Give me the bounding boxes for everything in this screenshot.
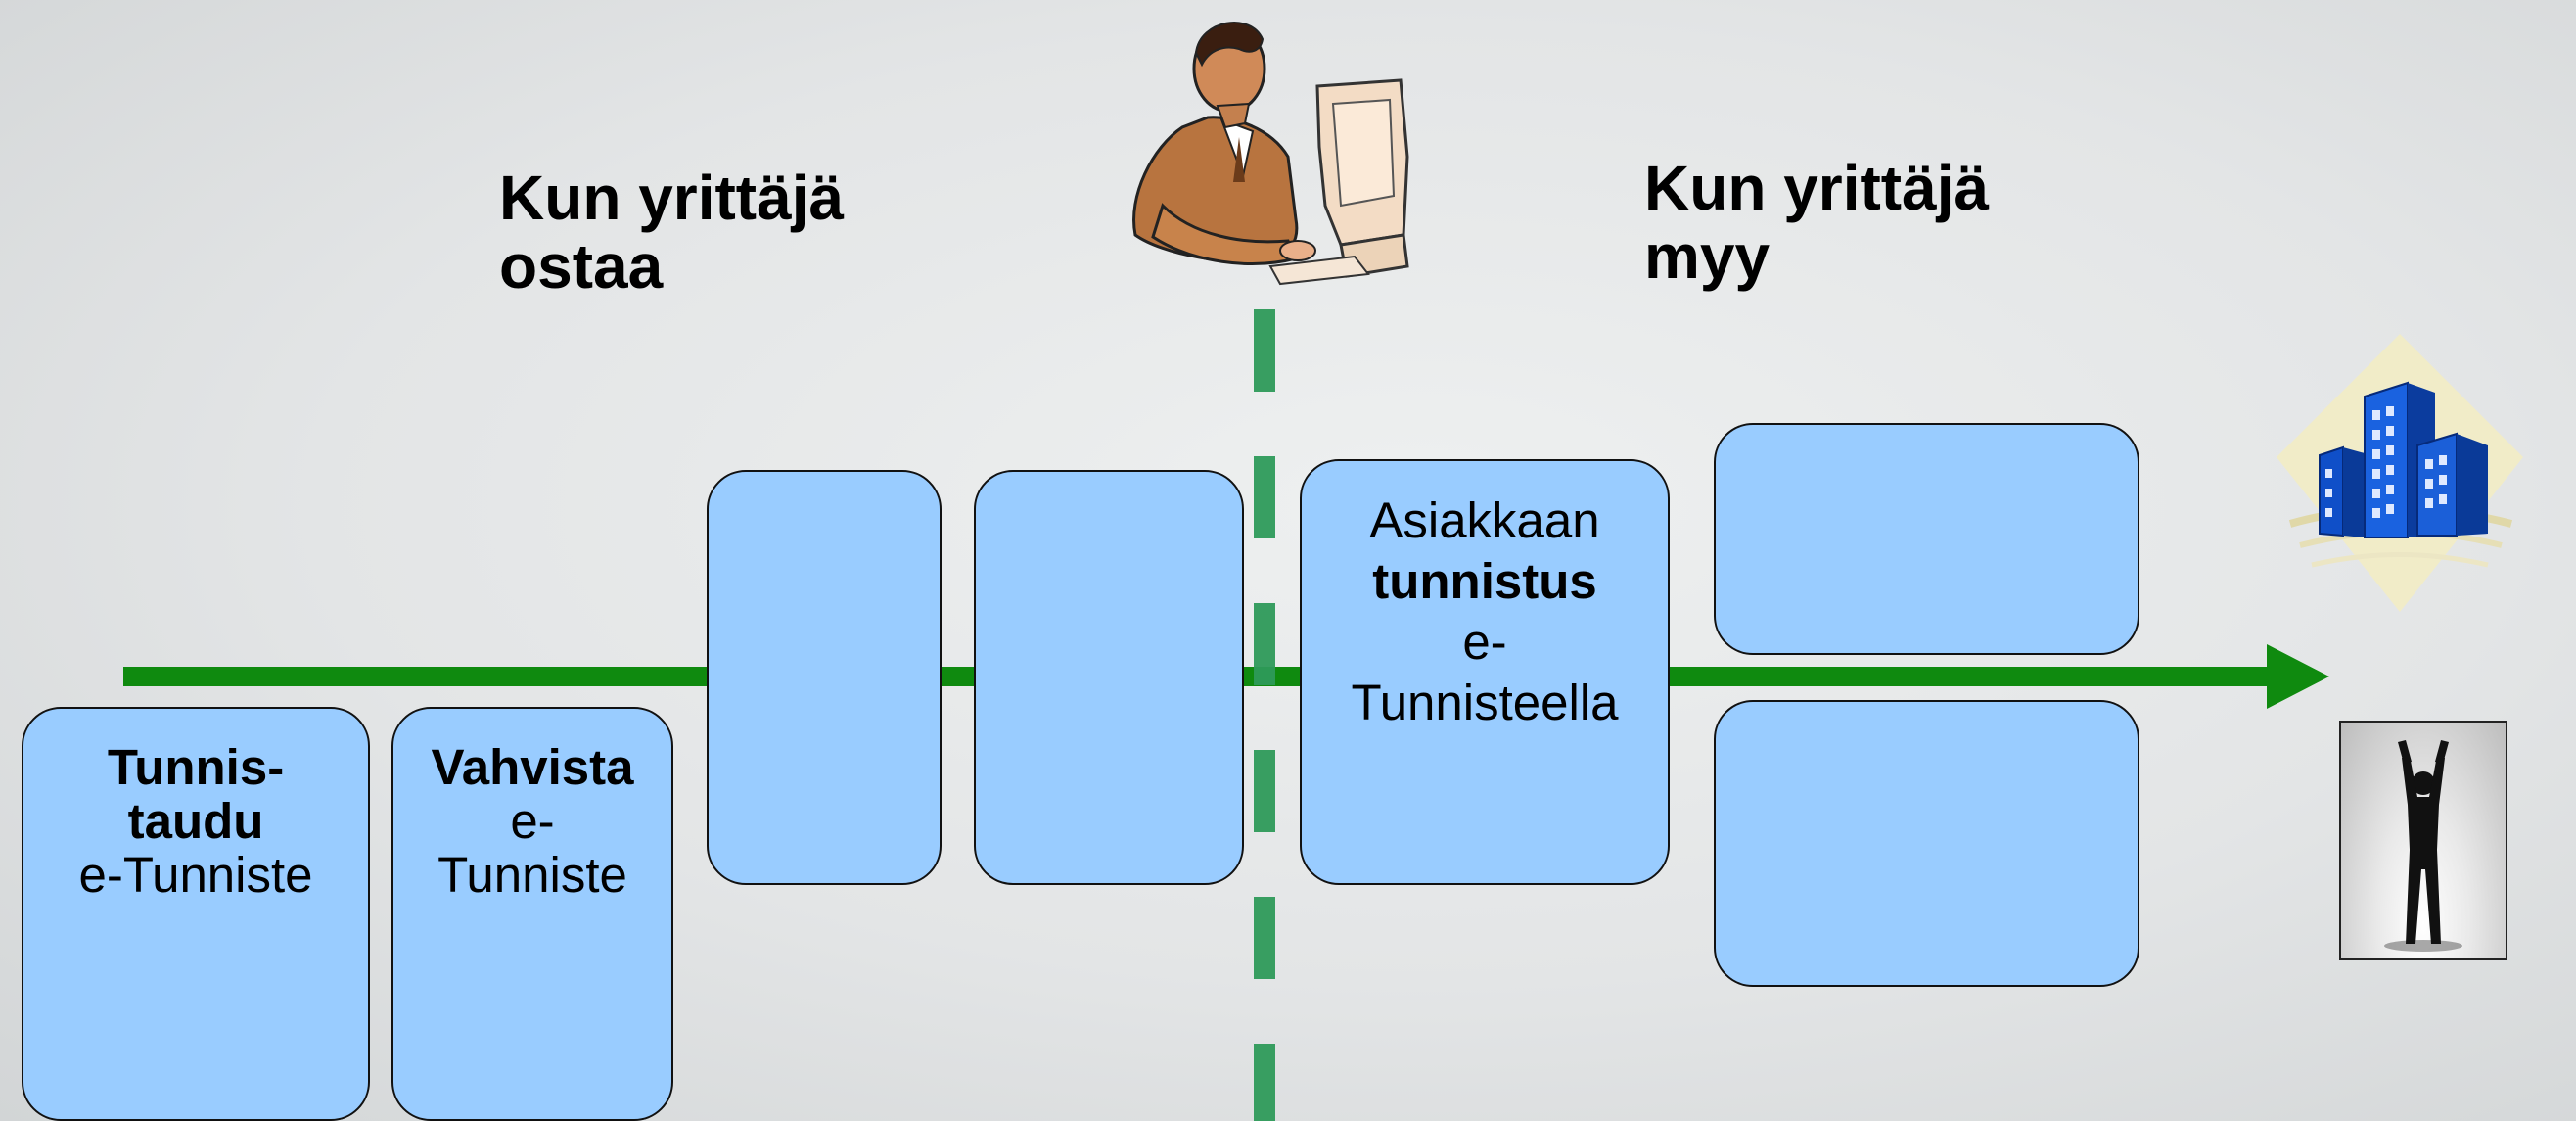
customer-identification-line1: Asiakkaan bbox=[1369, 492, 1600, 548]
process-step-box-1 bbox=[707, 470, 942, 885]
heading-sell-line2: myy bbox=[1644, 221, 1771, 292]
process-step-box-upper-right bbox=[1714, 423, 2139, 655]
confirm-line2: e- bbox=[510, 793, 555, 849]
customer-identification-line3: e- bbox=[1462, 614, 1507, 670]
confirm-line3: Tunniste bbox=[437, 847, 627, 903]
heading-buy: Kun yrittäjä ostaa bbox=[499, 163, 910, 301]
office-building-icon bbox=[2277, 334, 2523, 612]
businessman-at-computer-icon bbox=[1132, 22, 1409, 286]
cheering-person-silhouette bbox=[2384, 740, 2462, 952]
customer-identification-box: Asiakkaan tunnistus e- Tunnisteella bbox=[1300, 459, 1670, 885]
customer-identification-line2: tunnistus bbox=[1372, 553, 1597, 609]
authenticate-line3: e-Tunniste bbox=[78, 847, 313, 903]
heading-sell: Kun yrittäjä myy bbox=[1644, 154, 2055, 291]
confirm-line1: Vahvista bbox=[431, 739, 634, 795]
authenticate-line2: taudu bbox=[127, 793, 264, 849]
heading-sell-line1: Kun yrittäjä bbox=[1644, 153, 1990, 223]
customer-identification-line4: Tunnisteella bbox=[1351, 675, 1619, 730]
heading-buy-line1: Kun yrittäjä bbox=[499, 163, 845, 233]
authenticate-line1: Tunnis- bbox=[107, 739, 285, 795]
cheering-person-photo bbox=[2339, 721, 2507, 960]
authenticate-box: Tunnis- taudu e-Tunniste bbox=[22, 707, 370, 1121]
heading-buy-line2: ostaa bbox=[499, 231, 664, 302]
process-step-box-lower-right bbox=[1714, 700, 2139, 987]
confirm-box: Vahvista e- Tunniste bbox=[391, 707, 673, 1121]
process-step-box-2 bbox=[974, 470, 1244, 885]
